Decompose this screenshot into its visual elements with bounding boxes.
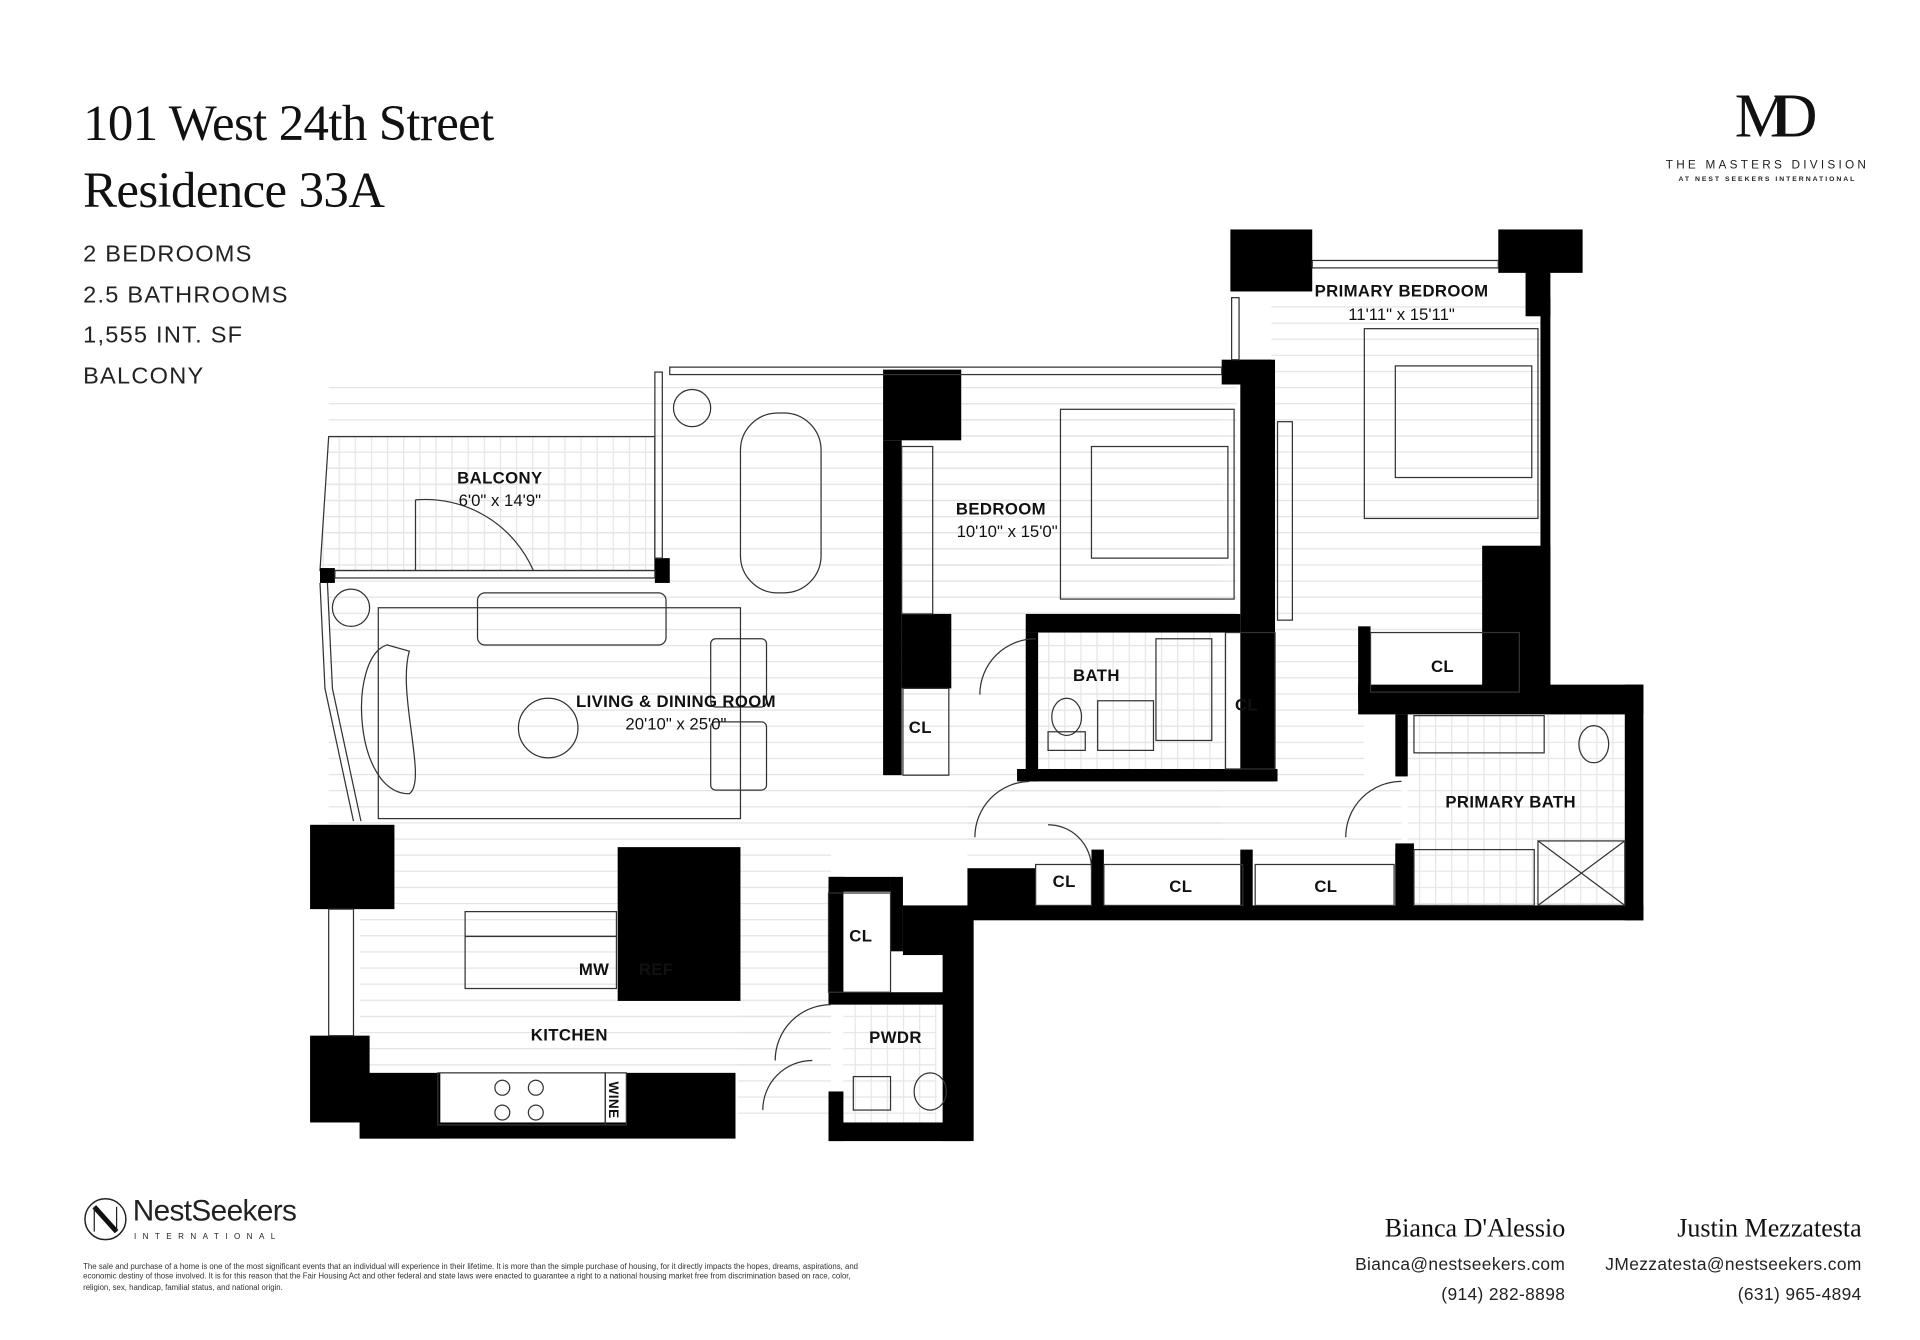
nestseekers-name: NestSeekers (132, 1194, 297, 1228)
mw-label: MW (579, 960, 609, 979)
room-labels: BALCONY 6'0" x 14'9" LIVING & DINING ROO… (457, 281, 1576, 1119)
living-dims: 20'10" x 25'0" (625, 714, 726, 733)
spec-bathrooms: 2.5 BATHROOMS (83, 282, 289, 309)
bath-label: BATH (1073, 666, 1120, 685)
md-monogram: MD (1734, 80, 1818, 151)
furniture (331, 328, 1626, 1126)
walls (310, 229, 1644, 1142)
agent-card: Justin Mezzatesta JMezzatesta@nestseeker… (1605, 1213, 1861, 1309)
primary-bedroom-dims: 11'11" x 15'11" (1348, 305, 1455, 324)
closet-label: CL (1053, 872, 1076, 891)
closet-label: CL (1169, 877, 1192, 896)
closet-label: CL (849, 926, 872, 945)
closet-label: CL (1235, 696, 1258, 715)
bedroom-label: BEDROOM (956, 500, 1046, 519)
agent-email[interactable]: Bianca@nestseekers.com (1355, 1253, 1566, 1274)
spec-balcony: BALCONY (83, 362, 205, 389)
agent-name: Bianca D'Alessio (1384, 1213, 1566, 1243)
agent-card: Bianca D'Alessio Bianca@nestseekers.com … (1355, 1213, 1565, 1309)
closet-label: CL (909, 718, 932, 737)
ref-label: REF (639, 960, 674, 979)
closet-label: CL (1431, 657, 1454, 676)
windows (319, 259, 1499, 1037)
primary-bedroom-label: PRIMARY BEDROOM (1315, 281, 1489, 300)
closet-label: CL (1314, 877, 1337, 896)
balcony-dims: 6'0" x 14'9" (459, 491, 542, 510)
kitchen-label: KITCHEN (531, 1026, 608, 1045)
balcony-label: BALCONY (457, 469, 542, 488)
agent-email[interactable]: JMezzatesta@nestseekers.com (1605, 1253, 1862, 1274)
nestseekers-sub: INTERNATIONAL (133, 1232, 282, 1242)
fair-housing-disclaimer: The sale and purchase of a home is one o… (83, 1262, 859, 1292)
md-name: THE MASTERS DIVISION (1665, 158, 1870, 173)
agent-name: Justin Mezzatesta (1677, 1213, 1862, 1243)
nestseekers-logo: NestSeekers INTERNATIONAL (83, 1194, 331, 1246)
address-title: 101 West 24th Street (83, 94, 494, 152)
residence-title: Residence 33A (83, 161, 385, 219)
spec-sf: 1,555 INT. SF (83, 322, 244, 349)
md-sub: AT NEST SEEKERS INTERNATIONAL (1678, 176, 1857, 184)
agent-phone[interactable]: (914) 282-8898 (1441, 1283, 1566, 1304)
agent-phone[interactable]: (631) 965-4894 (1737, 1283, 1862, 1304)
bedroom-dims: 10'10" x 15'0" (957, 522, 1058, 541)
primary-bath-label: PRIMARY BATH (1445, 792, 1576, 811)
living-label: LIVING & DINING ROOM (576, 692, 776, 711)
spec-bedrooms: 2 BEDROOMS (83, 241, 253, 268)
wine-label: WINE (606, 1082, 621, 1119)
masters-division-logo: MD THE MASTERS DIVISION AT NEST SEEKERS … (1662, 79, 1873, 184)
pwdr-label: PWDR (869, 1028, 922, 1047)
specs-list: 2 BEDROOMS 2.5 BATHROOMS 1,555 INT. SF B… (83, 236, 289, 397)
nestseekers-emblem-icon (84, 1198, 127, 1241)
